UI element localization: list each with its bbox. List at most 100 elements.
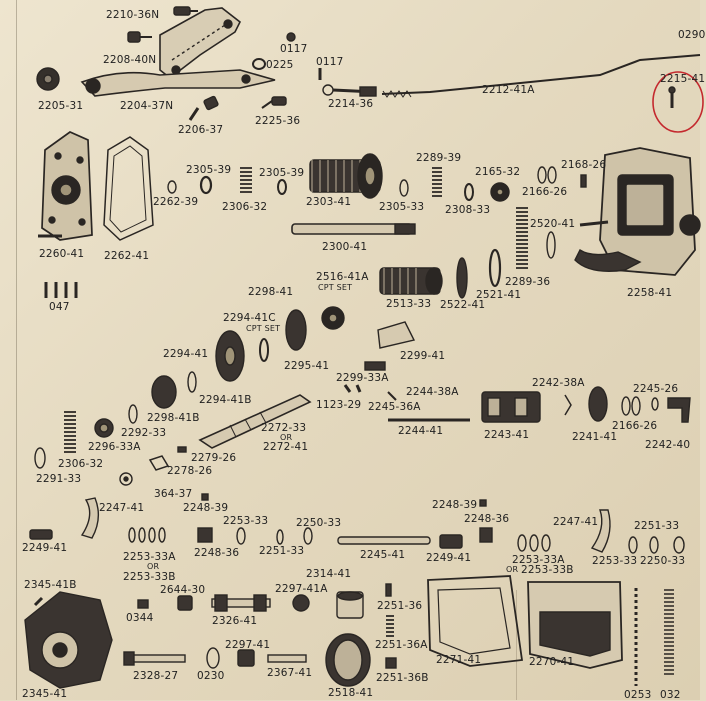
shaft-2300-41	[291, 223, 416, 235]
bushing-2314-41	[336, 591, 364, 619]
plate-2278-26	[148, 455, 170, 471]
pin-2248-39	[201, 493, 209, 501]
part-label: 2245-26	[633, 383, 679, 395]
key-2279-26	[177, 446, 187, 453]
nut-0117	[286, 32, 296, 42]
bearing-2296-33A	[94, 418, 114, 438]
part-label: 2262-39	[153, 196, 199, 208]
part-label: 2248-36	[464, 513, 510, 525]
part-label: 2300-41	[322, 241, 368, 253]
pin-2251-36	[385, 583, 392, 597]
pin-2168-26	[580, 174, 587, 188]
bolt-2248-36b	[479, 527, 493, 543]
part-label: 0230	[197, 670, 225, 682]
nut-0344	[137, 599, 149, 609]
gear-2298-41	[285, 309, 307, 351]
lever-2242-40	[667, 397, 691, 423]
bolt-2215-41	[668, 86, 676, 108]
gear-2298-41B	[151, 375, 177, 409]
nut-364-37	[119, 472, 133, 486]
part-label: OR	[280, 433, 293, 442]
nut-2297-41	[237, 649, 255, 667]
part-label: 2251-33	[259, 545, 305, 557]
gear-cluster-2303-41	[309, 153, 383, 199]
part-label: 2279-26	[191, 452, 237, 464]
part-label: 2289-36	[505, 276, 551, 288]
gear-2241-41	[588, 386, 608, 422]
gasket-2262-41	[103, 136, 154, 241]
part-label: 2250-33	[296, 517, 342, 529]
bolt-2249-41a	[29, 529, 53, 540]
washer-2305-39b	[277, 179, 287, 195]
part-label: 2206-37	[178, 124, 224, 136]
spring-2289-36	[516, 207, 528, 269]
washer-2292-33	[128, 404, 138, 424]
spring-clip-2242-38A	[564, 394, 572, 416]
part-label: 2260-41	[39, 248, 85, 260]
part-label: 2247-41	[99, 502, 145, 514]
part-label: 2243-41	[484, 429, 530, 441]
washer-2245-26	[651, 397, 659, 411]
spring-2306-32b	[64, 411, 76, 453]
part-label: 2245-41	[360, 549, 406, 561]
highlight-circle	[652, 71, 704, 133]
bolt-2208-40N	[127, 31, 152, 43]
cap-2205-31	[36, 67, 60, 91]
part-label: 2253-33B	[123, 571, 176, 583]
part-label: 2520-41	[530, 218, 576, 230]
part-label: 2253-33A	[512, 554, 565, 566]
spring-2251-36A	[386, 615, 394, 637]
part-label: 2294-41B	[199, 394, 252, 406]
bolt-2248-36	[197, 527, 213, 543]
part-label: 2516-41A	[316, 271, 369, 283]
part-label: 2253-33B	[521, 564, 574, 576]
screw-2210-36N	[173, 6, 198, 16]
part-label: 2205-31	[38, 100, 84, 112]
main-shaft-2272-33	[198, 394, 312, 449]
washer-2294-41C	[259, 338, 269, 362]
ring-2262-39	[167, 180, 177, 194]
part-label: 0225	[266, 59, 294, 71]
gear-2294-41	[215, 330, 245, 382]
part-label: 2253-33	[223, 515, 269, 527]
part-label: 0117	[316, 56, 344, 68]
part-label: 2251-36B	[376, 672, 429, 684]
washer-2253-33b	[628, 536, 638, 554]
washer-0230	[206, 647, 220, 669]
rings-2166-26b	[621, 396, 641, 416]
part-label: 2248-39	[432, 499, 478, 511]
part-label: 2270-41	[529, 656, 575, 668]
washer-2305-33	[399, 179, 409, 197]
part-label: 2272-41	[263, 441, 309, 453]
lever-2247-41b	[590, 509, 611, 553]
part-label: OR	[147, 562, 160, 571]
part-label: 2518-41	[328, 687, 374, 699]
washers-2253-33A-b	[517, 534, 551, 552]
part-label: 2306-32	[222, 201, 268, 213]
part-label: 2204-37N	[120, 100, 174, 112]
part-label: 2291-33	[36, 473, 82, 485]
part-label: 2522-41	[440, 299, 486, 311]
part-label: 2308-33	[445, 204, 491, 216]
part-label: 2305-39	[186, 164, 232, 176]
part-label: 2303-41	[306, 196, 352, 208]
part-label: 2241-41	[572, 431, 618, 443]
disc-2522-41	[456, 257, 468, 299]
part-label: 364-37	[154, 488, 193, 500]
nut-2644-30	[177, 595, 193, 611]
washer-2253-33	[236, 527, 246, 545]
part-label: CPT SET	[318, 283, 353, 292]
spring-2289-39	[432, 167, 442, 197]
ring-2291-33	[34, 447, 46, 469]
ring-2520-41	[546, 231, 556, 259]
page-fold-line	[16, 0, 17, 700]
plate-2299-33A	[364, 361, 386, 371]
bushing-2249-41b	[439, 534, 463, 549]
part-label: 2210-36N	[106, 9, 160, 21]
springs-032	[664, 589, 674, 675]
screw-2225-36	[261, 96, 287, 109]
part-label: 0253	[624, 689, 652, 701]
part-label: 2345-41B	[24, 579, 77, 591]
